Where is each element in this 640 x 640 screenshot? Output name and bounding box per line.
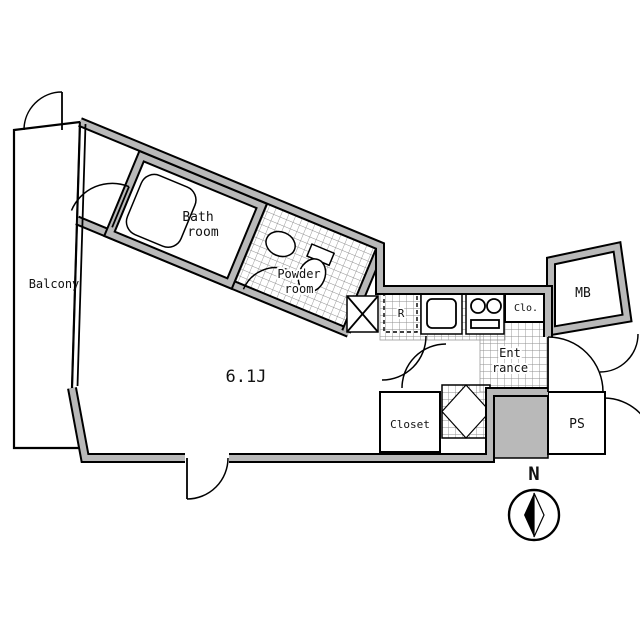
bathtub-icon [125, 173, 197, 248]
entrance-step [441, 384, 491, 439]
clo-label: Clo. [514, 303, 538, 314]
stove-burner-1 [470, 298, 486, 314]
door-arc-mb [599, 333, 639, 373]
north-label: N [528, 463, 539, 485]
entrance-label-line1: Ent [499, 346, 521, 360]
balcony-label: Balcony [29, 277, 80, 291]
ps-label: PS [569, 417, 585, 432]
toilet-icon [297, 258, 327, 293]
door-arc-entrance [547, 336, 604, 393]
door-arc-ps [603, 397, 640, 415]
fridge-label: R [398, 307, 405, 320]
north-compass: N [507, 463, 561, 542]
door-arc-hall-1 [381, 335, 427, 381]
bath-room-label-line2: room [187, 225, 218, 240]
powder-room-label-line2: room [285, 282, 314, 296]
main-room-label: 6.1J [226, 367, 267, 387]
door-gap [185, 452, 229, 464]
entrance-step-diamond [441, 384, 491, 439]
clo-box [504, 289, 549, 323]
stove-grill [470, 319, 500, 329]
entrance-label-line2: rance [492, 361, 528, 375]
door-arc-hall-2 [401, 343, 447, 389]
door-arc-powder [242, 266, 290, 290]
compass-needle-dark [524, 493, 534, 537]
washer-space [346, 295, 379, 333]
compass-needle-light [533, 492, 545, 538]
main-room-door [185, 452, 229, 500]
closet-label: Closet [390, 418, 430, 431]
pipe-space [547, 391, 640, 455]
door-leaf-bath [111, 186, 130, 228]
wash-basin-icon [265, 230, 296, 258]
stove-burner-2 [486, 298, 502, 314]
powder-room-label-line1: Powder [277, 267, 320, 281]
door-arc-bath [70, 182, 130, 211]
meter-box [546, 240, 639, 373]
closet-box [379, 391, 441, 453]
mb-label: MB [575, 286, 591, 301]
balcony-window-line-2 [76, 123, 87, 387]
wall-block [489, 391, 549, 459]
door-arc-balcony [23, 91, 63, 131]
outer-walls [67, 117, 553, 463]
bath-powder-strip [70, 149, 386, 338]
kitchen-sink-basin [426, 298, 457, 329]
ps-box [547, 391, 606, 455]
room-labels: Balcony Bath room Powder room 6.1J Close… [29, 210, 591, 432]
balcony-window-line-1 [71, 121, 81, 389]
kitchen [383, 292, 505, 335]
door-arc-main [186, 457, 229, 500]
bath-room-label-line1: Bath [182, 210, 213, 225]
